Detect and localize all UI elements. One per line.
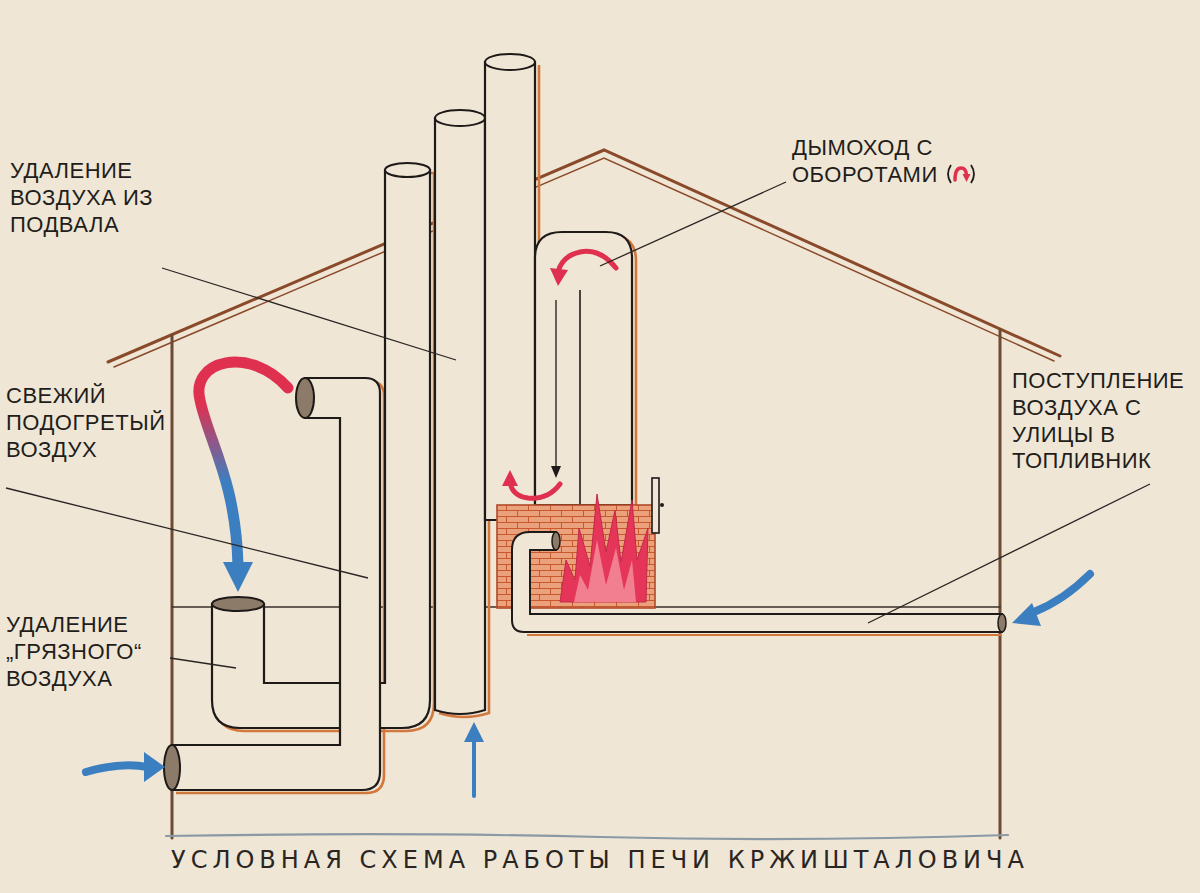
dirty-air-duct	[212, 163, 430, 728]
callout-text: ПОСТУПЛЕНИЕ ВОЗДУХА С УЛИЦЫ В ТОПЛИВНИК	[1012, 368, 1184, 473]
paren-symbol	[948, 165, 951, 183]
inlet-air-arrowhead	[144, 752, 165, 782]
turn-symbol	[944, 163, 978, 185]
pipe-top	[485, 54, 535, 70]
street-air-arrow	[1034, 574, 1090, 612]
right-wall	[999, 330, 1002, 838]
duct-body	[172, 378, 380, 790]
warm-air-arrowhead	[223, 562, 253, 592]
duct-body	[212, 170, 430, 728]
callout-text: УДАЛЕНИЕ „ГРЯЗНОГО“ ВОЗДУХА	[6, 612, 142, 691]
basement-air-arrowhead	[464, 722, 484, 742]
leader-line	[162, 268, 456, 360]
duct-inlet	[212, 597, 264, 611]
pipe-top	[435, 110, 485, 126]
inlet-air-arrow	[86, 765, 148, 772]
leader-line	[868, 484, 1150, 623]
smoke-arrow	[558, 251, 616, 272]
chimney-pipe	[485, 54, 535, 520]
tower-body	[535, 232, 632, 505]
turn-arrowhead	[962, 174, 970, 182]
pipe-body	[485, 62, 535, 520]
warm-air-arrow	[199, 362, 288, 566]
callout-text: УДАЛЕНИЕ ВОЗДУХА ИЗ ПОДВАЛА	[10, 158, 153, 237]
duct-body	[512, 532, 1002, 632]
callout-label: ПОСТУПЛЕНИЕ ВОЗДУХА С УЛИЦЫ В ТОПЛИВНИК	[1012, 368, 1192, 475]
callout-label: ДЫМОХОД С ОБОРОТАМИ	[792, 135, 997, 189]
callout-text: ДЫМОХОД С ОБОРОТАМИ	[792, 135, 938, 187]
leader-line	[600, 182, 786, 266]
tower-partition	[579, 290, 581, 505]
pipe-shading	[176, 65, 636, 793]
fire-flame	[560, 494, 648, 602]
pipe-top	[385, 163, 430, 177]
leader-line	[170, 658, 236, 668]
fire-door	[652, 478, 659, 533]
smoke-arrowhead	[550, 268, 568, 286]
duct-shadow	[527, 634, 1002, 636]
duct-inlet	[164, 745, 180, 790]
fresh-air-duct	[164, 378, 380, 790]
callout-label: СВЕЖИЙ ПОДОГРЕТЫЙ ВОЗДУХ	[6, 383, 171, 463]
callout-label: УДАЛЕНИЕ „ГРЯЗНОГО“ ВОЗДУХА	[6, 612, 166, 692]
duct-outlet	[552, 532, 560, 550]
street-air-arrowhead	[1012, 603, 1041, 626]
callout-text: СВЕЖИЙ ПОДОГРЕТЫЙ ВОЗДУХ	[6, 383, 165, 462]
door-knob	[660, 503, 664, 507]
smoke-flow-head	[551, 466, 561, 478]
smoke-tower	[502, 232, 632, 505]
fire-flame-inner	[574, 540, 636, 602]
leader-lines	[6, 182, 1150, 668]
ground-line	[166, 834, 1008, 839]
air-arrows	[86, 362, 1090, 796]
caption: УСЛОВНАЯ СХЕМА РАБОТЫ ПЕЧИ КРЖИШТАЛОВИЧА	[0, 846, 1200, 875]
basement-exhaust-pipe	[435, 110, 485, 714]
duct-inlet	[998, 614, 1006, 632]
basement-air-arrow	[472, 738, 476, 796]
pipe-body	[435, 118, 485, 714]
smoke-flow-line	[555, 300, 556, 470]
smoke-arrowhead	[502, 470, 518, 486]
duct-outlet	[296, 378, 314, 418]
combustion-air-duct	[512, 532, 1006, 635]
callout-label: УДАЛЕНИЕ ВОЗДУХА ИЗ ПОДВАЛА	[10, 158, 170, 238]
caption-text: УСЛОВНАЯ СХЕМА РАБОТЫ ПЕЧИ КРЖИШТАЛОВИЧА	[171, 846, 1029, 874]
smoke-arrow	[510, 482, 560, 498]
paren-symbol	[971, 165, 974, 183]
leader-line	[6, 488, 368, 578]
